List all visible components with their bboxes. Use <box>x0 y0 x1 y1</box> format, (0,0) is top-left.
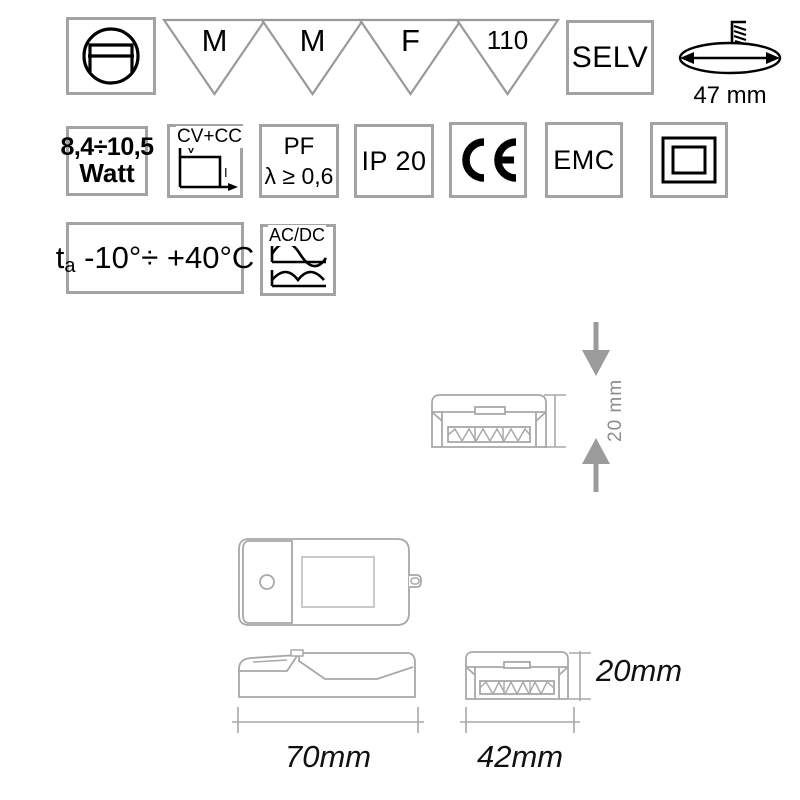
triangle-110-label: 110 <box>486 25 529 55</box>
connector-lower-width-label: 42mm <box>477 739 564 774</box>
triangle-down-shape <box>357 18 464 96</box>
cv-cc-axis-y-label: V <box>186 140 196 157</box>
drill-diameter-label: 47 mm <box>693 82 767 109</box>
triangle-m-1: M <box>161 17 268 97</box>
ac-dc-label: AC/DC <box>268 225 327 246</box>
power-factor-text: PF λ ≥ 0,6 <box>265 132 334 191</box>
connector-end-view-upper <box>428 385 553 457</box>
product-width-dimension <box>232 707 424 733</box>
drill-ellipse-glyph <box>678 20 782 75</box>
selv-label: SELV <box>571 40 649 74</box>
ce-mark-box <box>449 122 527 198</box>
selv-box: SELV <box>566 20 654 95</box>
ta-range: -10°÷ +40°C <box>75 240 255 275</box>
triangle-down-shape <box>161 18 268 96</box>
ip-rating-label: IP 20 <box>361 145 427 176</box>
connector-lower-glyph <box>465 651 569 700</box>
ambient-temperature-label: ta -10°÷ +40°C <box>55 240 255 277</box>
product-width-label: 70mm <box>285 739 372 774</box>
triangle-m-1-label: M <box>201 23 228 58</box>
independent-control-gear-icon <box>66 17 156 95</box>
product-top-view <box>237 537 422 627</box>
triangle-f-label: F <box>401 23 420 58</box>
connector-end-view-lower <box>462 645 574 707</box>
connector-lower-width-dimension <box>460 707 580 733</box>
product-top-view-glyph <box>238 538 422 626</box>
power-factor-box: PF λ ≥ 0,6 <box>259 124 339 198</box>
emc-box: EMC <box>545 122 623 198</box>
class-2-box <box>650 122 728 198</box>
ta-subscript: a <box>64 255 76 277</box>
power-factor-title: PF <box>283 132 315 160</box>
ac-dc-box: AC/DC <box>260 224 336 296</box>
ip-rating-box: IP 20 <box>354 124 434 198</box>
ce-mark-glyph <box>462 138 517 182</box>
power-factor-value: λ ≥ 0,6 <box>264 162 334 189</box>
connector-upper-glyph <box>431 394 547 448</box>
emc-label: EMC <box>553 144 615 175</box>
ambient-temperature-box: ta -10°÷ +40°C <box>56 222 254 294</box>
connector-upper-dimension-ticks <box>544 394 566 448</box>
triangle-m-2: M <box>259 17 366 97</box>
product-side-view <box>237 645 421 703</box>
triangle-down-shape <box>454 18 561 96</box>
ta-prefix: t <box>55 240 65 275</box>
power-range-box: 8,4÷10,5 Watt <box>60 126 154 196</box>
product-side-view-glyph <box>238 649 416 698</box>
connector-lower-height-dimension <box>569 651 591 701</box>
height-arrows <box>582 322 610 492</box>
drill-diameter-icon: 47 mm <box>672 18 788 110</box>
triangle-down-shape <box>259 18 366 96</box>
double-square-glyph <box>661 136 717 184</box>
triangle-m-2-label: M <box>299 23 326 58</box>
circle-rect-glyph <box>82 27 140 85</box>
cv-cc-graph-box: V I CV+CC <box>167 124 243 198</box>
connector-lower-height-label: 20mm <box>596 653 683 688</box>
connector-upper-dimension-label: 20 mm <box>605 378 626 442</box>
power-range-value: 8,4÷10,5 <box>60 133 154 162</box>
cv-cc-axis-x-label: I <box>224 165 228 180</box>
power-range-unit: Watt <box>79 158 135 189</box>
cv-cc-label: CV+CC <box>176 126 243 148</box>
triangle-f: F <box>357 17 464 97</box>
power-range-text: 8,4÷10,5 Watt <box>60 133 154 189</box>
ac-dc-waveform-glyph <box>270 241 328 288</box>
triangle-110: 110 <box>454 17 561 97</box>
